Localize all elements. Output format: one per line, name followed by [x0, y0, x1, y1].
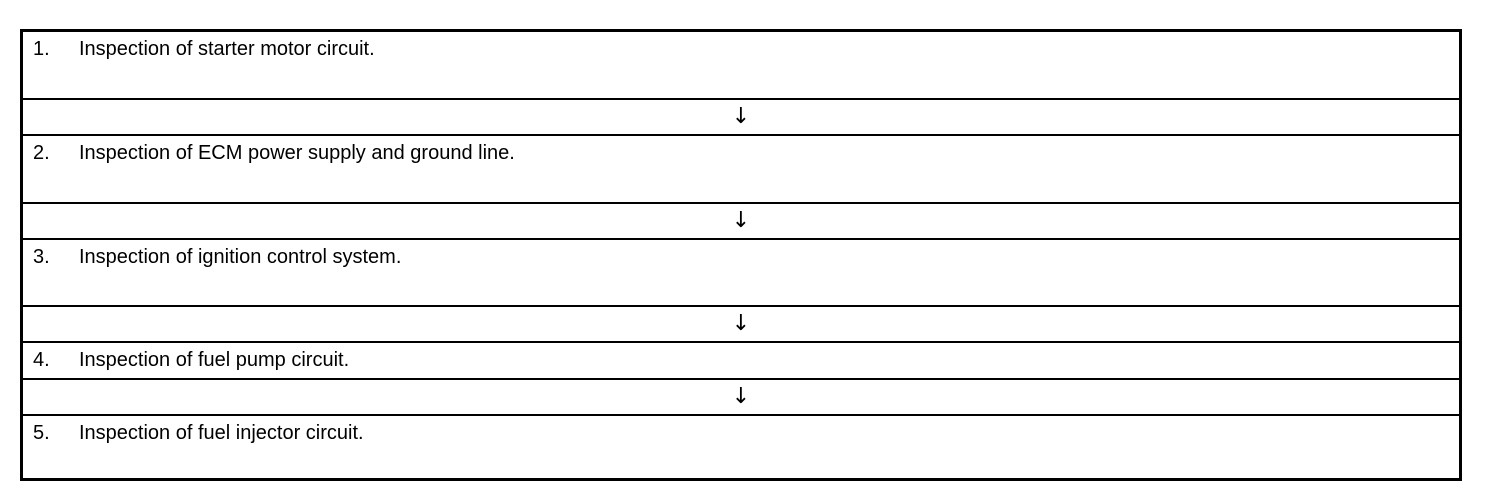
step-number: 1. [33, 38, 50, 60]
step-number: 3. [33, 246, 50, 268]
step-text: Inspection of starter motor circuit. [79, 38, 375, 60]
flow-arrow-row: ↓ [23, 100, 1459, 136]
step-text: Inspection of fuel pump circuit. [79, 349, 350, 371]
step-text: Inspection of ECM power supply and groun… [79, 142, 515, 164]
step-5-row: 5. Inspection of fuel injector circuit. [23, 416, 1459, 478]
flow-arrow-row: ↓ [23, 380, 1459, 416]
down-arrow-icon: ↓ [731, 311, 751, 336]
step-1-row: 1. Inspection of starter motor circuit. [23, 32, 1459, 100]
down-arrow-icon: ↓ [731, 384, 751, 409]
down-arrow-icon: ↓ [731, 208, 751, 233]
step-2-row: 2. Inspection of ECM power supply and gr… [23, 136, 1459, 204]
flow-arrow-row: ↓ [23, 204, 1459, 240]
flow-arrow-row: ↓ [23, 307, 1459, 343]
down-arrow-icon: ↓ [731, 104, 751, 129]
step-4-row: 4. Inspection of fuel pump circuit. [23, 343, 1459, 380]
step-3-row: 3. Inspection of ignition control system… [23, 240, 1459, 307]
inspection-flow-table: 1. Inspection of starter motor circuit. … [20, 29, 1462, 481]
step-text: Inspection of fuel injector circuit. [79, 422, 364, 444]
step-number: 2. [33, 142, 50, 164]
step-text: Inspection of ignition control system. [79, 246, 402, 268]
step-number: 5. [33, 422, 50, 444]
step-number: 4. [33, 349, 50, 371]
